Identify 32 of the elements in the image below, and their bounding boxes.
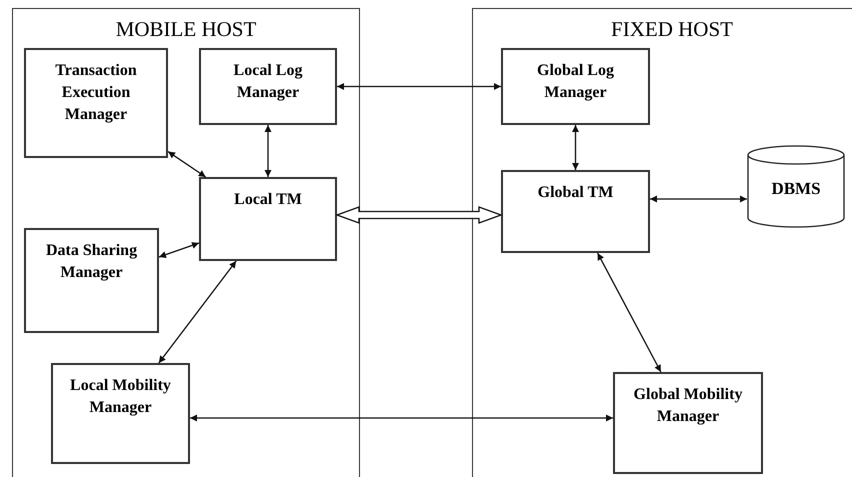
component-box	[199, 177, 337, 261]
hollow-double-arrow	[335, 206, 503, 224]
component-box	[24, 48, 168, 158]
node-label: Data Sharing Manager	[44, 241, 138, 283]
component-box	[51, 363, 190, 464]
arrow	[597, 252, 662, 372]
host-panel	[472, 8, 852, 477]
component-box	[613, 372, 763, 474]
host-panel	[12, 8, 360, 477]
node-label: Global TM	[538, 183, 614, 203]
node-label: Global Log Manager	[536, 61, 615, 103]
component-box	[501, 48, 650, 125]
arrow	[264, 125, 272, 177]
node-label: Transaction Execution Manager	[54, 61, 138, 125]
arrow	[572, 125, 579, 170]
node-label: Local Mobility Manager	[69, 376, 172, 418]
node-label: Local Log Manager	[232, 61, 304, 103]
arrow	[650, 196, 747, 202]
node-label: Global Mobility Manager	[632, 385, 744, 427]
component-box	[501, 170, 650, 253]
database-cylinder	[747, 145, 845, 228]
panel-title: FIXED HOST	[610, 19, 734, 40]
arrow	[337, 83, 501, 90]
arrow	[158, 260, 237, 364]
node-label: Local TM	[234, 190, 302, 210]
component-box	[24, 228, 159, 333]
arrow	[168, 151, 206, 178]
panel-title: MOBILE HOST	[114, 19, 258, 40]
arrow	[158, 242, 200, 258]
node-label: DBMS	[770, 178, 822, 200]
arrow	[190, 414, 613, 422]
component-box	[199, 48, 337, 125]
